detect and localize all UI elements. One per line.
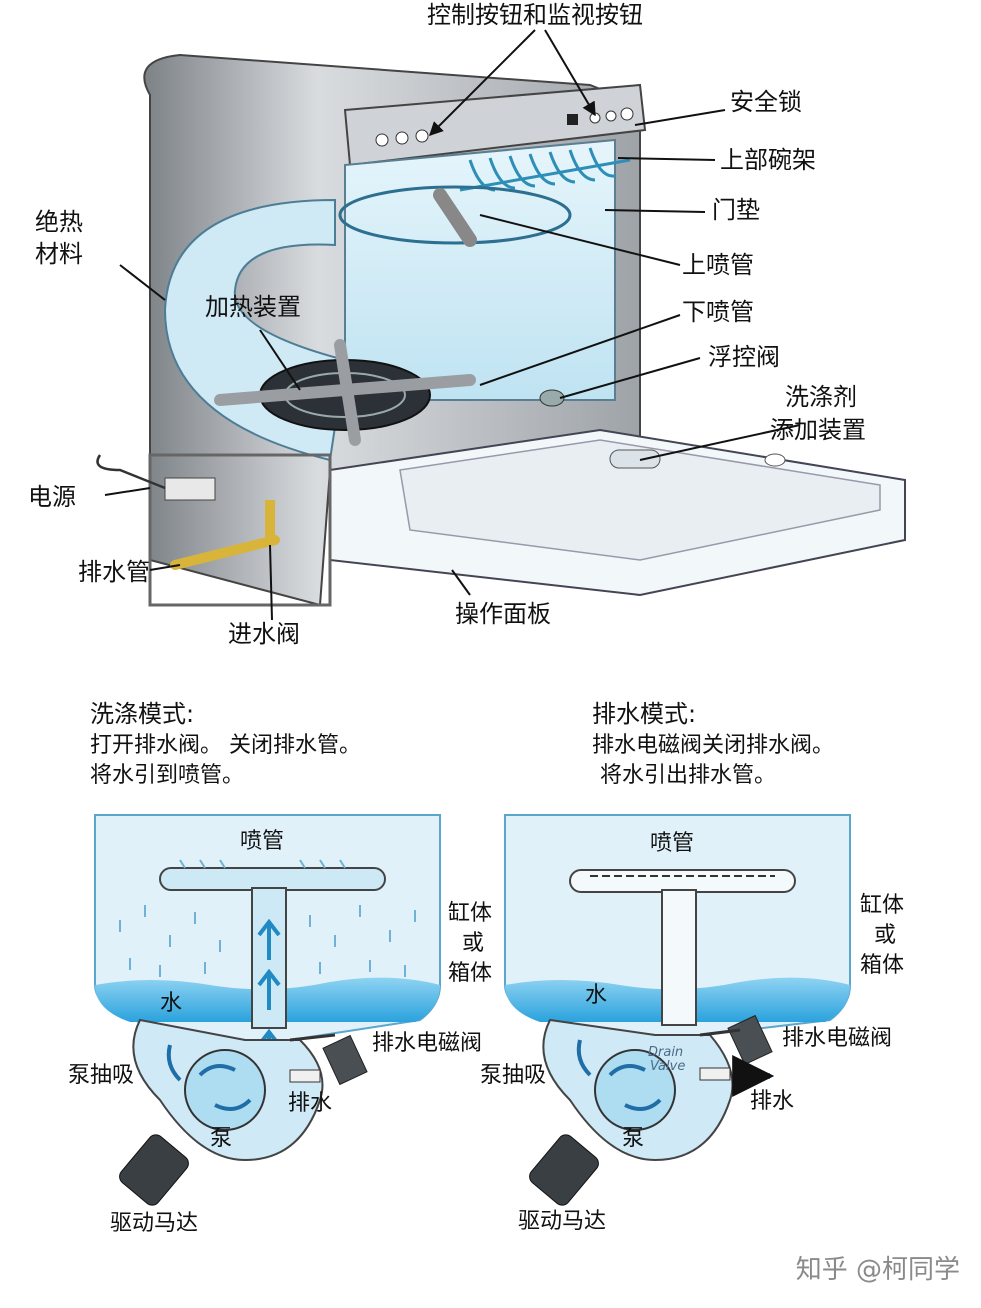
label-inlet-valve: 进水阀 xyxy=(228,620,300,648)
label-float-valve: 浮控阀 xyxy=(708,343,780,371)
wash-line2: 将水引到喷管。 xyxy=(90,763,244,788)
drain-motor xyxy=(529,1134,599,1206)
wash-pump-label: 泵 xyxy=(210,1126,232,1151)
label-upper-spray: 上喷管 xyxy=(682,251,754,279)
label-insulation-2: 材料 xyxy=(35,240,83,268)
drain-motor-label: 驱动马达 xyxy=(518,1209,606,1234)
drain-pipe xyxy=(170,535,280,570)
wash-impeller xyxy=(184,1049,266,1131)
drain-riser xyxy=(661,889,697,1026)
wash-spray-label: 喷管 xyxy=(240,829,284,854)
leader-lines xyxy=(104,29,801,621)
label-control-panel: 操作面板 xyxy=(455,600,551,628)
label-drain-pipe: 排水管 xyxy=(78,558,150,586)
drain-line2: 将水引出排水管。 xyxy=(600,763,776,788)
wash-water-label: 水 xyxy=(160,991,182,1016)
wash-line1: 打开排水阀。 关闭排水管。 xyxy=(90,733,361,758)
control-strip xyxy=(343,83,647,167)
drain-title: 排水模式: xyxy=(592,700,696,728)
label-heater: 加热装置 xyxy=(205,293,301,321)
label-door-gasket: 门垫 xyxy=(712,196,760,224)
wash-motor xyxy=(119,1134,189,1206)
label-detergent-1: 洗涤剂 xyxy=(785,383,857,411)
dishwasher-illustration xyxy=(96,53,906,607)
wash-mode-section: 洗涤模式: 打开排水阀。 关闭排水管。 将水引到喷管。 xyxy=(68,700,492,1236)
drain-drain-label: 排水 xyxy=(750,1089,794,1114)
drain-valve-text-1: Drain xyxy=(648,1045,683,1060)
wash-droplets xyxy=(119,859,416,977)
wash-drain-label: 排水 xyxy=(288,1091,332,1116)
drain-valve-text-2: Valve xyxy=(650,1059,685,1074)
label-lower-spray: 下喷管 xyxy=(682,298,754,326)
wash-solenoid xyxy=(322,1034,368,1086)
wash-tank-label-1: 缸体 xyxy=(448,901,492,926)
upper-spray-ring xyxy=(338,185,572,245)
wash-motor-label: 驱动马达 xyxy=(110,1211,198,1236)
wash-solenoid-label: 排水电磁阀 xyxy=(372,1031,482,1056)
drain-line1: 排水电磁阀关闭排水阀。 xyxy=(592,733,834,758)
label-power: 电源 xyxy=(28,483,76,511)
drain-tank-label-1: 缸体 xyxy=(860,893,904,918)
wash-spray-arm xyxy=(159,867,386,891)
drain-spray-label: 喷管 xyxy=(650,831,694,856)
wash-tank-label-3: 箱体 xyxy=(448,961,492,986)
drain-mode-section: 排水模式: 排水电磁阀关闭排水阀。 将水引出排水管。 Drain Valve 喷… xyxy=(480,700,904,1234)
label-safety-lock: 安全锁 xyxy=(730,88,802,116)
wash-title: 洗涤模式: xyxy=(90,700,194,728)
watermark: 知乎 @柯同学 xyxy=(796,1255,960,1285)
drain-pump-label: 泵 xyxy=(622,1126,644,1151)
drain-water-label: 水 xyxy=(585,983,607,1008)
wash-pump-suction-label: 泵抽吸 xyxy=(68,1063,134,1088)
label-upper-rack: 上部碗架 xyxy=(720,146,816,174)
drain-pump-suction-label: 泵抽吸 xyxy=(480,1063,546,1088)
drain-tank-label-2: 或 xyxy=(874,923,896,948)
label-controls: 控制按钮和监视按钮 xyxy=(427,1,643,29)
label-insulation-1: 绝热 xyxy=(35,208,83,236)
drain-spray-arm xyxy=(569,869,796,893)
drain-tank-label-3: 箱体 xyxy=(860,953,904,978)
wash-tank-label-2: 或 xyxy=(462,931,484,956)
drain-solenoid-label: 排水电磁阀 xyxy=(782,1026,892,1051)
label-detergent-2: 添加装置 xyxy=(770,416,866,444)
